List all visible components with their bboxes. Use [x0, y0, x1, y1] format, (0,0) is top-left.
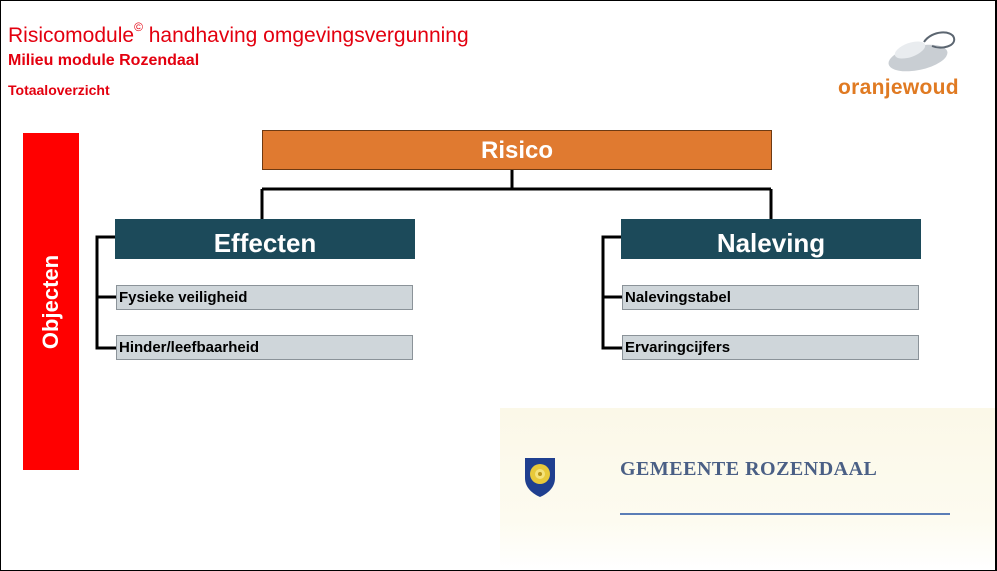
slide-subtitle-overview: Totaaloverzicht — [8, 82, 110, 98]
gemeente-underline — [620, 513, 950, 515]
hinder-leefbaarheid-label: Hinder/leefbaarheid — [119, 339, 260, 356]
oranjewoud-logo: oranjewoud — [830, 28, 995, 108]
gemeente-rozendaal-logo: GEMEENTE ROZENDAAL — [500, 408, 995, 570]
hinder-leefbaarheid-box: Hinder/leefbaarheid — [116, 335, 413, 360]
fysieke-veiligheid-box: Fysieke veiligheid — [116, 285, 413, 310]
ervaringcijfers-label: Ervaringcijfers — [625, 339, 731, 356]
effecten-label: Effecten — [213, 228, 317, 258]
slide-title: Risicomodule© handhaving omgevingsvergun… — [8, 20, 469, 47]
ervaringcijfers-box: Ervaringcijfers — [622, 335, 919, 360]
copyright-symbol: © — [134, 20, 143, 34]
naleving-label: Naleving — [716, 228, 826, 258]
risico-label: Risico — [480, 137, 554, 164]
fysieke-veiligheid-label: Fysieke veiligheid — [119, 289, 248, 306]
effecten-box: Effecten — [115, 219, 415, 259]
naleving-box: Naleving — [621, 219, 921, 259]
objecten-bar: Objecten — [23, 133, 79, 470]
nalevingstabel-label: Nalevingstabel — [625, 289, 731, 306]
gemeente-name: GEMEENTE ROZENDAAL — [620, 458, 878, 480]
oranjewoud-wordmark: oranjewoud — [838, 76, 959, 99]
risico-box: Risico — [262, 130, 772, 170]
rozendaal-crest-icon — [525, 458, 555, 497]
slide-subtitle: Milieu module Rozendaal — [8, 52, 200, 69]
nalevingstabel-box: Nalevingstabel — [622, 285, 919, 310]
oranjewoud-swirl-icon — [888, 31, 956, 72]
